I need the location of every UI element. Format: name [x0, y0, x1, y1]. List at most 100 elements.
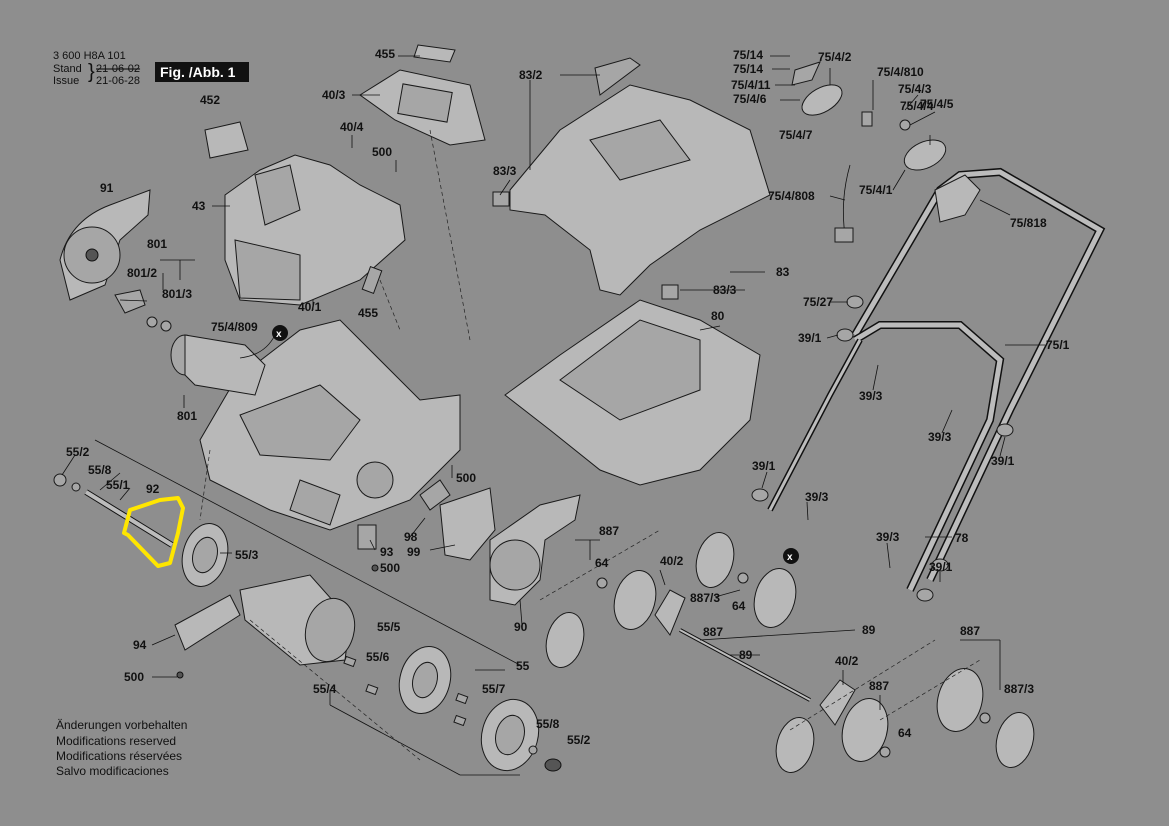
part-label-p801_3: 801/3	[162, 287, 192, 301]
part-label-p500d: 500	[380, 561, 400, 575]
part-label-p99: 99	[407, 545, 421, 559]
part-label-p55: 55	[516, 659, 530, 673]
part-label-p89b: 89	[739, 648, 753, 662]
motor-drawing	[114, 289, 276, 396]
part-label-p75_4_2: 75/4/2	[818, 50, 852, 64]
note-fr: Modifications réservées	[56, 749, 182, 763]
note-en: Modifications reserved	[56, 734, 176, 748]
note-de: Änderungen vorbehalten	[56, 718, 187, 732]
part-label-p55_6: 55/6	[366, 650, 390, 664]
part-label-p39_3a: 39/3	[859, 389, 883, 403]
grass-bag-lid-drawing	[204, 44, 486, 159]
part-label-p40_2a: 40/2	[660, 554, 684, 568]
part-label-p92: 92	[146, 482, 160, 496]
part-label-p39_1b: 39/1	[991, 454, 1015, 468]
part-label-p55_2b: 55/2	[567, 733, 591, 747]
part-label-p500b: 500	[124, 670, 144, 684]
part-label-p40_2b: 40/2	[835, 654, 859, 668]
part-label-p64c: 64	[898, 726, 912, 740]
part-label-p887c: 887	[869, 679, 889, 693]
modification-notes: Änderungen vorbehalten Modifications res…	[56, 718, 187, 778]
part-label-p75_4_4: 75/4/4	[900, 99, 934, 113]
motor-housing-drawing	[224, 154, 406, 306]
part-label-p801a: 801	[147, 237, 167, 251]
doc-number: 3 600 H8A 101	[53, 50, 126, 62]
part-label-p39_1d: 39/1	[929, 560, 953, 574]
stand-date: 21-06-02	[96, 63, 140, 75]
part-label-p39_3b: 39/3	[928, 430, 952, 444]
grass-box-drawing	[492, 57, 771, 486]
part-label-p452: 452	[200, 93, 220, 107]
part-label-p801_2: 801/2	[127, 266, 157, 280]
wheels-drawing	[545, 532, 1035, 773]
discharge-parts-drawing	[357, 479, 581, 606]
highlight-outline-92	[122, 496, 185, 568]
part-label-p39_1c: 39/1	[752, 459, 776, 473]
part-label-p64a: 64	[595, 556, 609, 570]
front-axle-group-drawing	[53, 473, 241, 679]
part-label-p500c: 500	[456, 471, 476, 485]
part-label-p94: 94	[133, 638, 147, 652]
leader-lines	[61, 55, 1045, 776]
part-label-p887_3a: 887/3	[690, 591, 720, 605]
part-label-p887d: 887	[960, 624, 980, 638]
part-label-p40_1: 40/1	[298, 300, 322, 314]
part-label-p83_2: 83/2	[519, 68, 543, 82]
part-label-p39_3d: 39/3	[876, 530, 900, 544]
part-label-p83_3a: 83/3	[493, 164, 517, 178]
part-label-p801b: 801	[177, 409, 197, 423]
part-label-p83: 83	[776, 265, 790, 279]
part-label-p75_4_1: 75/4/1	[859, 183, 893, 197]
figure-label-box	[155, 62, 249, 82]
cross-marker-icon	[783, 548, 799, 564]
part-label-p78: 78	[955, 531, 969, 545]
part-label-p98: 98	[404, 530, 418, 544]
part-label-p40_3: 40/3	[322, 88, 346, 102]
part-label-p93: 93	[380, 545, 394, 559]
handle-drawing	[751, 61, 1106, 602]
assembly-dashed-lines	[199, 129, 981, 761]
part-label-p75_14b: 75/14	[733, 62, 763, 76]
part-label-p455b: 455	[358, 306, 378, 320]
deck-housing-drawing	[199, 319, 461, 531]
part-label-p55_3: 55/3	[235, 548, 259, 562]
part-label-p887b: 887	[703, 625, 723, 639]
svg-text:x: x	[276, 329, 282, 340]
part-label-p64b: 64	[732, 599, 746, 613]
fan-cover-drawing	[59, 189, 151, 301]
part-label-p80: 80	[711, 309, 725, 323]
part-label-p55_5: 55/5	[377, 620, 401, 634]
part-label-p89a: 89	[862, 623, 876, 637]
scarifier-roller-drawing	[239, 574, 562, 772]
part-label-p75_4_11: 75/4/11	[731, 78, 771, 92]
part-label-p90: 90	[514, 620, 528, 634]
part-label-p75_4_6: 75/4/6	[733, 92, 767, 106]
part-label-p75_4_808: 75/4/808	[768, 189, 815, 203]
part-label-p55_8b: 55/8	[536, 717, 560, 731]
part-label-p75_4_7: 75/4/7	[779, 128, 813, 142]
figure-label: Fig. /Abb. 1	[160, 64, 236, 80]
part-label-p75_4_5: 75/4/5	[920, 97, 954, 111]
cross-reference-markers: x x	[272, 325, 799, 564]
part-label-p75_818: 75/818	[1010, 216, 1047, 230]
part-label-p887a: 887	[599, 524, 619, 538]
part-label-p39_3c: 39/3	[805, 490, 829, 504]
part-label-p55_1: 55/1	[106, 478, 130, 492]
issue-date: 21-06-28	[96, 75, 140, 87]
part-label-p83_3b: 83/3	[713, 283, 737, 297]
part-label-p75_1: 75/1	[1046, 338, 1070, 352]
part-label-p75_4_809: 75/4/809	[211, 320, 258, 334]
note-es: Salvo modificaciones	[56, 764, 169, 778]
stand-label: Stand	[53, 63, 82, 75]
issue-label: Issue	[53, 75, 79, 87]
part-label-p500a: 500	[372, 145, 392, 159]
part-label-p75_14a: 75/14	[733, 48, 763, 62]
part-label-p55_4: 55/4	[313, 682, 337, 696]
part-label-p55_8a: 55/8	[88, 463, 112, 477]
part-label-p75_4_810: 75/4/810	[877, 65, 924, 79]
part-label-p55_7: 55/7	[482, 682, 506, 696]
part-label-p887_3b: 887/3	[1004, 682, 1034, 696]
